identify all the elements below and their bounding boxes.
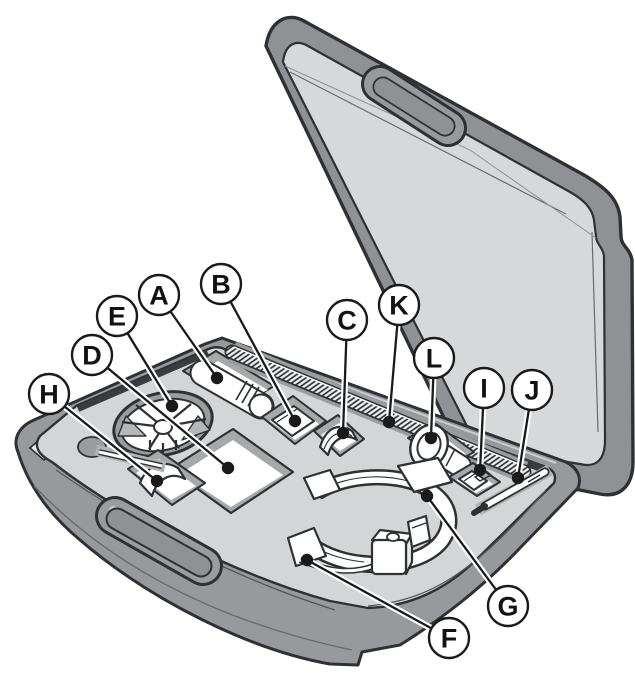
leader-dot: [382, 415, 396, 429]
tray-back-wall-left: [76, 350, 210, 412]
callout-F: F: [300, 553, 471, 660]
clamp-pad-lower-left: [286, 526, 328, 568]
label-circle: [377, 283, 421, 327]
callout-H: H: [27, 372, 164, 488]
leader-dot: [420, 489, 434, 503]
label-circle: [199, 262, 243, 306]
clamp-pad-upper-left: [302, 468, 342, 501]
label-circle: [137, 273, 181, 317]
label-text: H: [39, 380, 59, 410]
item-e-wheel: [112, 390, 214, 458]
leader-dot: [511, 471, 525, 485]
item-c-wedge-line: [323, 432, 353, 450]
label-text: G: [497, 592, 518, 622]
callout-G: G: [420, 489, 530, 628]
leader-dot: [150, 474, 164, 488]
label-circle: [70, 333, 114, 377]
leader-dot: [300, 553, 314, 567]
label-text: C: [337, 306, 357, 336]
leader-line: [426, 495, 509, 607]
lid-handle-slot: [361, 65, 467, 147]
leader-dot: [473, 463, 487, 477]
leader-dot: [336, 426, 350, 440]
label-text: L: [426, 344, 443, 374]
lid-bevel-line: [289, 71, 599, 433]
callout-D: D: [70, 333, 235, 475]
leader-line: [48, 393, 158, 482]
item-fg-clamp-ring: [286, 456, 458, 576]
label-circle: [325, 298, 369, 342]
item-k-threaded-rod: [224, 341, 532, 483]
label-text: B: [211, 270, 231, 300]
label-circle: [510, 368, 554, 412]
item-j-pen: [471, 464, 553, 516]
label-text: E: [108, 302, 126, 332]
callout-J: J: [510, 368, 554, 485]
label-text: J: [524, 376, 539, 406]
label-circle: [412, 336, 456, 380]
label-text: F: [441, 624, 458, 654]
lid-inner-panel: [281, 41, 607, 467]
leader-line: [306, 558, 450, 640]
lid-panel-crease: [284, 65, 597, 239]
label-text: A: [149, 281, 169, 311]
callout-I: I: [462, 366, 506, 477]
label-text: I: [480, 374, 488, 404]
leader-dot: [165, 399, 179, 413]
clamp-pad-upper-right: [396, 456, 454, 494]
base-front-rim-line: [33, 485, 353, 651]
callout-E: E: [95, 294, 179, 413]
callouts: A B C DE F G H I J KL: [27, 262, 554, 660]
item-l-bushing: [409, 423, 472, 478]
clamp-latch: [406, 514, 432, 549]
callout-K: K: [377, 283, 421, 429]
label-text: D: [82, 341, 102, 371]
base-handle: [95, 496, 223, 586]
leader-dot: [221, 461, 235, 475]
leader-dot: [288, 414, 302, 428]
leader-dot: [424, 431, 438, 445]
callout-L: L: [412, 336, 456, 445]
label-circle: [462, 366, 506, 410]
label-circle: [486, 584, 530, 628]
leader-dot: [210, 371, 224, 385]
leader-line: [91, 354, 229, 469]
clamp-block: [370, 528, 414, 576]
label-circle: [427, 616, 471, 660]
callout-B: B: [199, 262, 302, 428]
label-text: K: [389, 291, 409, 321]
label-circle: [95, 294, 139, 338]
label-circle: [27, 372, 71, 416]
leader-line: [219, 283, 297, 422]
callout-A: A: [137, 273, 224, 385]
callout-C: C: [325, 298, 369, 440]
